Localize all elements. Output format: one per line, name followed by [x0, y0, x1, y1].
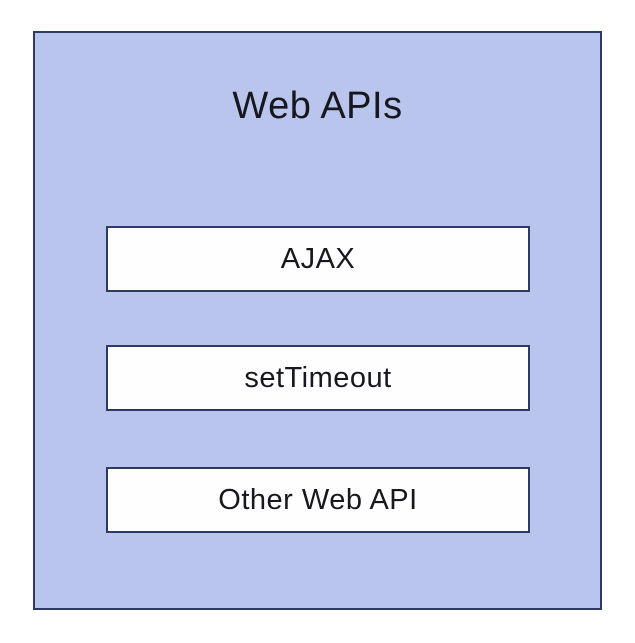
api-box-ajax-label: AJAX	[280, 242, 356, 275]
web-apis-container: Web APIs AJAX setTimeout Other Web API	[33, 31, 602, 610]
api-box-other-web-api-label: Other Web API	[218, 483, 418, 516]
api-box-settimeout: setTimeout	[106, 345, 530, 411]
api-box-ajax: AJAX	[106, 226, 530, 292]
api-box-settimeout-label: setTimeout	[244, 361, 392, 394]
api-box-other-web-api: Other Web API	[106, 467, 530, 533]
web-apis-title: Web APIs	[232, 85, 403, 127]
